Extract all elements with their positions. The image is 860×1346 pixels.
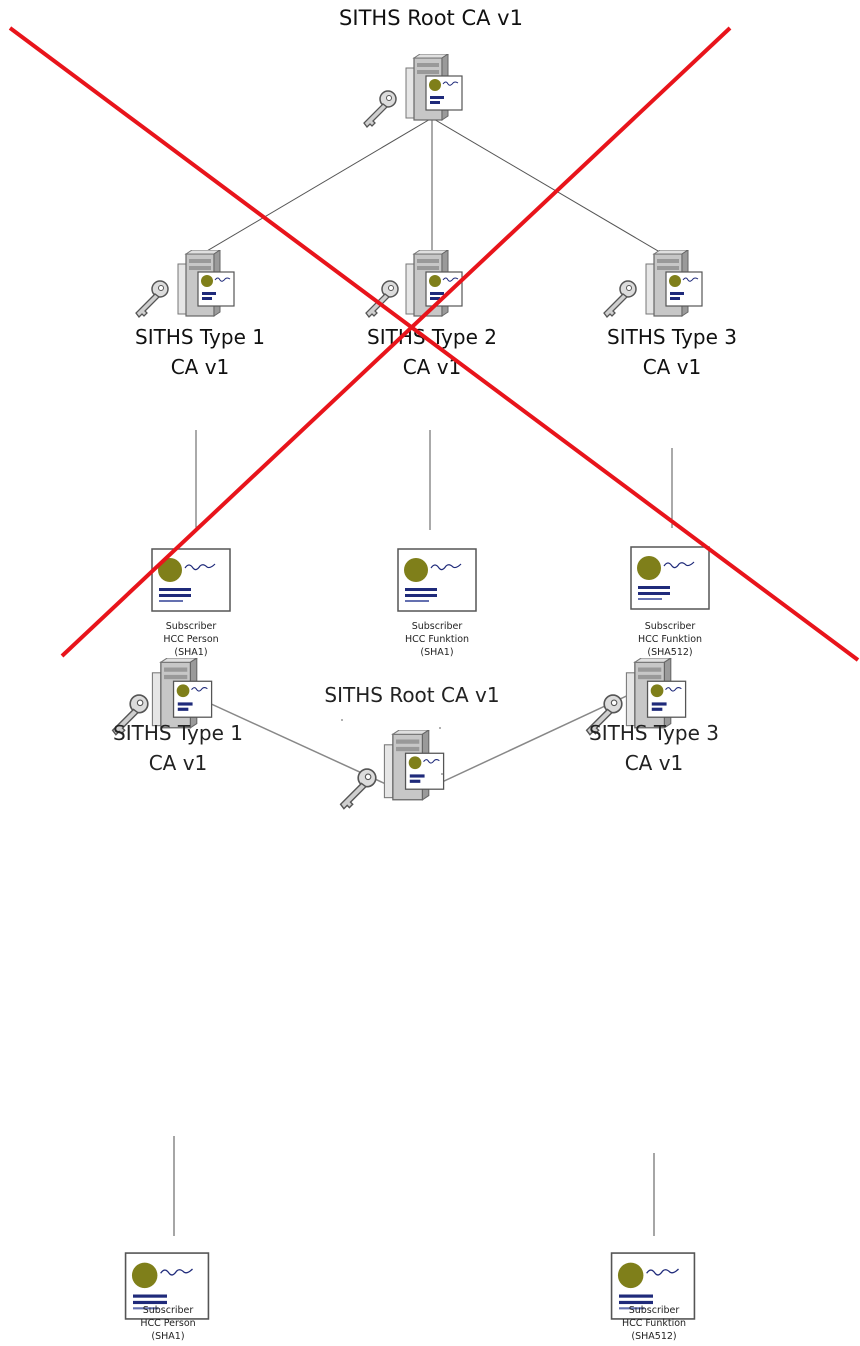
bottom-subscriber-1-label: Subscriber HCC Person (SHA1)	[108, 1304, 228, 1343]
top-root-title: SITHS Root CA v1	[339, 6, 523, 30]
bottom-root-title: SITHS Root CA v1	[324, 683, 500, 707]
subscriber-line: Subscriber	[628, 1305, 680, 1316]
subscriber-line: Subscriber	[142, 1305, 194, 1316]
bottom-node-type3-label: SITHS Type 3 CA v1	[564, 718, 744, 778]
subscriber-type: HCC Funktion	[621, 1318, 687, 1329]
stray-dot	[341, 719, 343, 721]
bottom-node-type1-label: SITHS Type 1 CA v1	[88, 718, 268, 778]
subscriber-hash: (SHA512)	[631, 1331, 677, 1342]
stray-dot	[439, 727, 441, 729]
bottom-subscriber-2-label: Subscriber HCC Funktion (SHA512)	[594, 1304, 714, 1343]
node-version: CA v1	[624, 751, 684, 775]
stray-dot	[441, 773, 443, 775]
node-name: SITHS Type 1	[113, 721, 243, 745]
node-version: CA v1	[148, 751, 208, 775]
subscriber-type: HCC Person	[140, 1318, 196, 1329]
subscriber-hash: (SHA1)	[151, 1331, 185, 1342]
node-name: SITHS Type 3	[589, 721, 719, 745]
